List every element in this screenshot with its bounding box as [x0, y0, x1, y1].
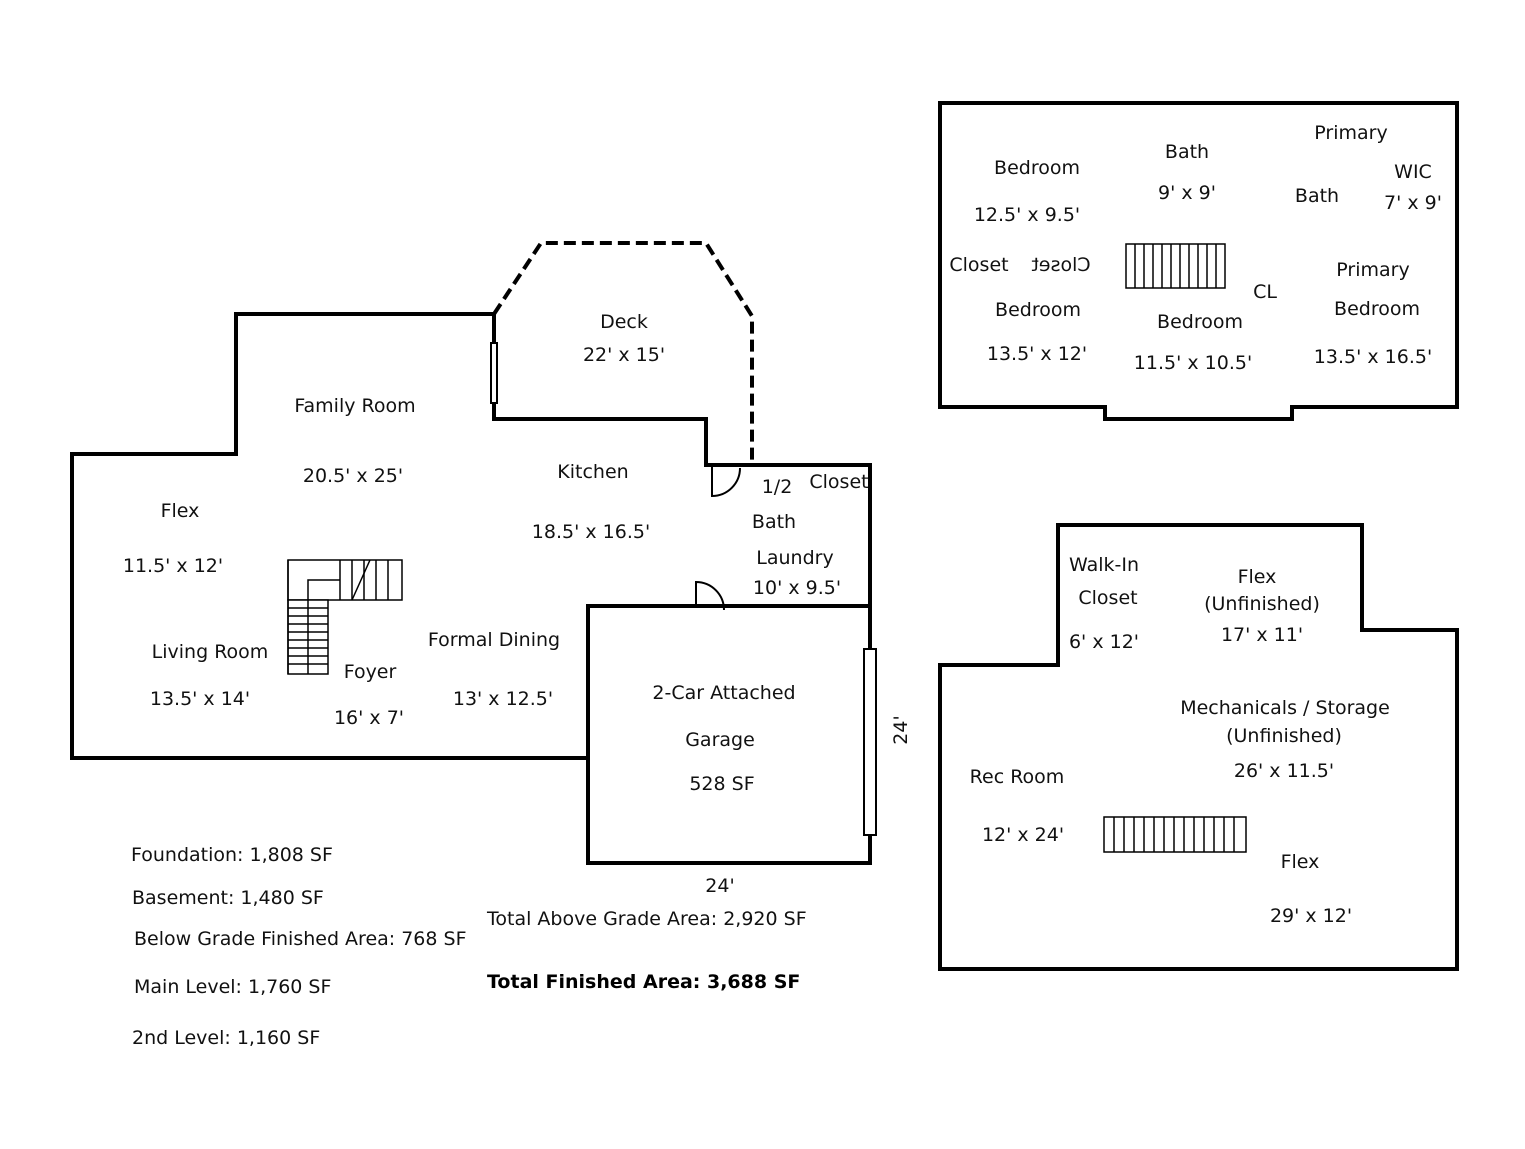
- wic-dims: 7' x 9': [1384, 192, 1442, 214]
- walk-in-closet-dims: 6' x 12': [1069, 631, 1139, 653]
- bath-dims: 9' x 9': [1158, 182, 1216, 204]
- kitchen-label: Kitchen: [557, 461, 628, 483]
- garage-width-dim: 24': [705, 875, 734, 897]
- rec-room-dims: 12' x 24': [982, 824, 1064, 846]
- second-level-outline: [938, 101, 1459, 421]
- main-level-area: Main Level: 1,760 SF: [134, 976, 331, 998]
- garage-entry-door-swing: [695, 580, 725, 611]
- main-staircase: [287, 559, 403, 675]
- flex-unfinished-dims: 17' x 11': [1221, 624, 1303, 646]
- basement-flex-label: Flex: [1281, 851, 1320, 873]
- basement-outline: [938, 523, 1459, 971]
- cl-label: CL: [1253, 281, 1277, 303]
- primary-bedroom-dims: 13.5' x 16.5': [1314, 346, 1432, 368]
- basement-flex-dims: 29' x 12': [1270, 905, 1352, 927]
- laundry-label: Laundry: [756, 547, 833, 569]
- garage-outline: [586, 604, 872, 865]
- primary-bedroom-label-line2: Bedroom: [1334, 298, 1420, 320]
- bedroom-nw-dims: 12.5' x 9.5': [974, 204, 1080, 226]
- basement-area: Basement: 1,480 SF: [132, 887, 324, 909]
- deck-dims: 22' x 15': [583, 344, 665, 366]
- garage-label-line2: Garage: [685, 729, 755, 751]
- half-bath-label-line1: 1/2: [762, 476, 793, 498]
- flex-unfinished-status: (Unfinished): [1204, 593, 1320, 615]
- rec-room-label: Rec Room: [970, 766, 1065, 788]
- wic-label: WIC: [1394, 161, 1432, 183]
- basement-plan: Walk-In Closet 6' x 12' Flex (Unfinished…: [938, 523, 1459, 971]
- living-room-label: Living Room: [152, 641, 269, 663]
- primary-bath-label-line1: Primary: [1314, 122, 1387, 144]
- bedroom-nw-label: Bedroom: [994, 157, 1080, 179]
- formal-dining-label: Formal Dining: [428, 629, 560, 651]
- deck-slider-door: [490, 342, 498, 404]
- second-level-plan: Bedroom 12.5' x 9.5' Bath 9' x 9' Primar…: [938, 101, 1459, 421]
- formal-dining-dims: 13' x 12.5': [453, 688, 553, 710]
- primary-bath-label-line2: Bath: [1295, 185, 1339, 207]
- basement-staircase: [1103, 816, 1247, 853]
- closet-mirrored-label: Closet: [1031, 254, 1090, 276]
- area-summary: Foundation: 1,808 SF Basement: 1,480 SF …: [131, 844, 807, 1049]
- bath-label: Bath: [1165, 141, 1209, 163]
- garage-label-line1: 2-Car Attached: [652, 682, 795, 704]
- garage-area: 528 SF: [689, 773, 754, 795]
- mechanicals-dims: 26' x 11.5': [1234, 760, 1334, 782]
- deck-outline: [492, 241, 754, 465]
- closet-label: Closet: [809, 471, 868, 493]
- bedroom-center-label: Bedroom: [1157, 311, 1243, 333]
- bedroom-sw-dims: 13.5' x 12': [987, 343, 1087, 365]
- foyer-dims: 16' x 7': [334, 707, 404, 729]
- total-above-grade-area: Total Above Grade Area: 2,920 SF: [486, 908, 807, 930]
- kitchen-door-swing: [711, 466, 741, 498]
- family-room-label: Family Room: [294, 395, 415, 417]
- primary-bedroom-label-line1: Primary: [1336, 259, 1409, 281]
- second-level-area: 2nd Level: 1,160 SF: [132, 1027, 320, 1049]
- kitchen-dims: 18.5' x 16.5': [532, 521, 650, 543]
- flex-unfinished-label: Flex: [1238, 566, 1277, 588]
- foundation-area: Foundation: 1,808 SF: [131, 844, 333, 866]
- family-room-dims: 20.5' x 25': [303, 465, 403, 487]
- second-level-staircase: [1125, 243, 1226, 289]
- living-room-dims: 13.5' x 14': [150, 688, 250, 710]
- garage-door: [863, 648, 877, 836]
- below-grade-area: Below Grade Finished Area: 768 SF: [134, 928, 467, 950]
- main-level-plan: Deck 22' x 15' Family Room 20.5' x 25' K…: [70, 241, 912, 897]
- garage-depth-dim: 24': [890, 715, 912, 744]
- laundry-dims: 10' x 9.5': [753, 577, 841, 599]
- flex-dims: 11.5' x 12': [123, 555, 223, 577]
- total-finished-area: Total Finished Area: 3,688 SF: [487, 971, 800, 993]
- flex-label: Flex: [161, 500, 200, 522]
- bedroom-sw-label: Bedroom: [995, 299, 1081, 321]
- foyer-label: Foyer: [344, 661, 397, 683]
- deck-label: Deck: [600, 311, 648, 333]
- half-bath-label-line2: Bath: [752, 511, 796, 533]
- bedroom-center-dims: 11.5' x 10.5': [1134, 352, 1252, 374]
- walk-in-closet-label-line2: Closet: [1078, 587, 1137, 609]
- mechanicals-label: Mechanicals / Storage: [1180, 697, 1390, 719]
- mechanicals-status: (Unfinished): [1226, 725, 1342, 747]
- walk-in-closet-label-line1: Walk-In: [1069, 554, 1139, 576]
- closet-left-label: Closet: [949, 254, 1008, 276]
